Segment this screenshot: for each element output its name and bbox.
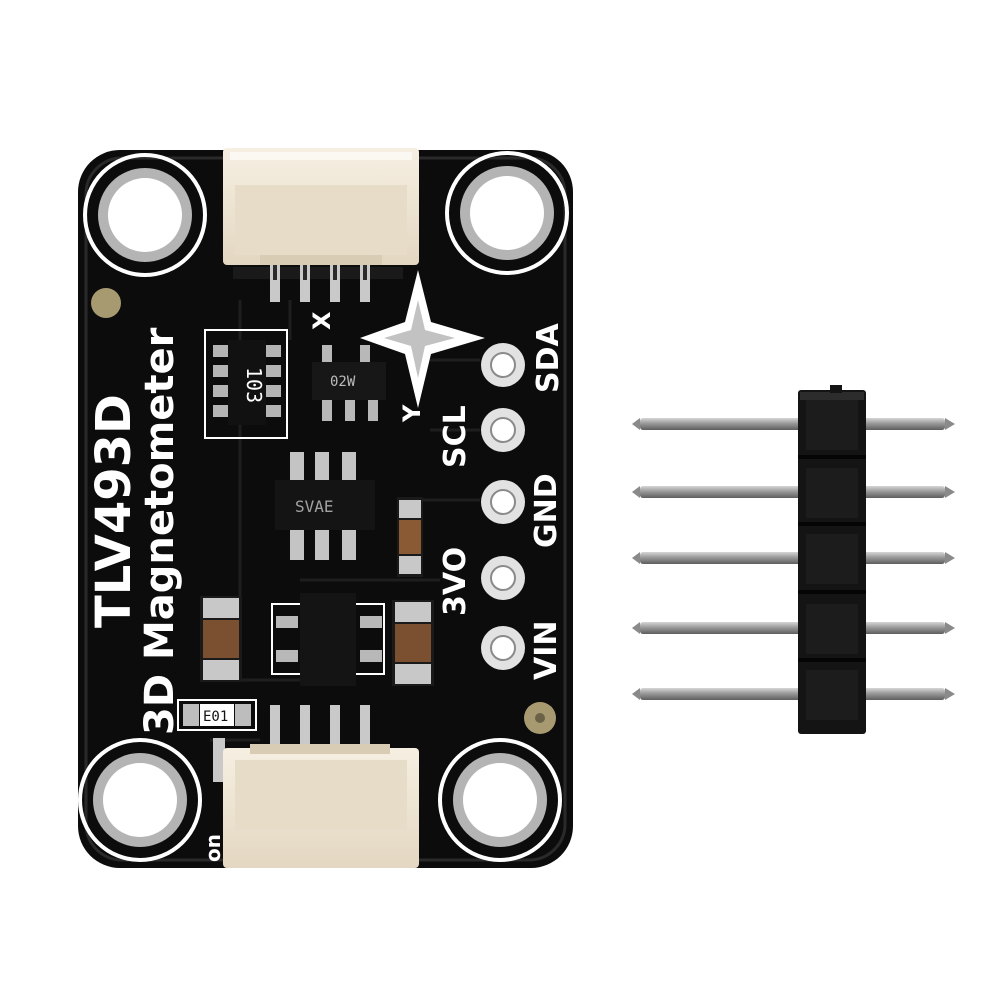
- header-pin-3: [632, 552, 955, 564]
- header-pin-4: [632, 622, 955, 634]
- mounting-hole-top-left: [83, 153, 207, 277]
- pin-pad-3vo: [481, 556, 525, 600]
- regulator-code: SVAE: [295, 497, 334, 516]
- pin-pad-vin: [481, 626, 525, 670]
- power-led: E01: [177, 699, 257, 731]
- pin-pad-sda: [481, 343, 525, 387]
- pin-pad-gnd: [481, 480, 525, 524]
- pin-label-vin: VIN: [529, 621, 564, 681]
- sensor-code: 02W: [330, 374, 356, 390]
- led-code: E01: [203, 709, 228, 725]
- smd-capacitor-left: [200, 596, 242, 682]
- pin-label-3vo: 3VO: [438, 547, 473, 616]
- stemma-connector-top: [223, 148, 419, 302]
- pin-label-gnd: GND: [529, 473, 564, 548]
- axis-compass-icon: [360, 270, 485, 408]
- voltage-regulator: [271, 593, 385, 686]
- mounting-hole-top-right: [445, 151, 569, 275]
- mounting-hole-bottom-right: [438, 738, 562, 862]
- header-pin-2: [632, 486, 955, 498]
- axis-label-x: X: [308, 311, 336, 330]
- mounting-hole-bottom-left: [78, 738, 202, 862]
- pin-pad-scl: [481, 408, 525, 452]
- header-pin-1: [632, 418, 955, 430]
- smd-capacitor-right: [392, 600, 434, 686]
- header-plastic-body: [798, 385, 866, 734]
- pin-pads: [481, 343, 525, 670]
- on-label: on: [201, 834, 225, 862]
- pin-label-scl: SCL: [438, 405, 473, 468]
- resistor-array: 103: [204, 329, 288, 439]
- magnetometer-sensor-chip: 02W: [312, 345, 386, 421]
- board-name: TLV493D: [86, 394, 142, 628]
- smd-capacitor-small: [397, 497, 423, 577]
- breakout-board: X Y 103: [78, 148, 573, 868]
- fiducial-left: [91, 288, 121, 318]
- axis-label-y: Y: [398, 404, 426, 423]
- board-subtitle: 3D Magnetometer: [137, 327, 183, 735]
- header-pin-5: [632, 688, 955, 700]
- pin-header-strip: [632, 385, 955, 734]
- resistor-code: 103: [242, 367, 266, 403]
- pin-label-sda: SDA: [531, 322, 566, 393]
- regulator-chip: SVAE: [275, 452, 375, 560]
- stemma-connector-bottom: [213, 705, 419, 868]
